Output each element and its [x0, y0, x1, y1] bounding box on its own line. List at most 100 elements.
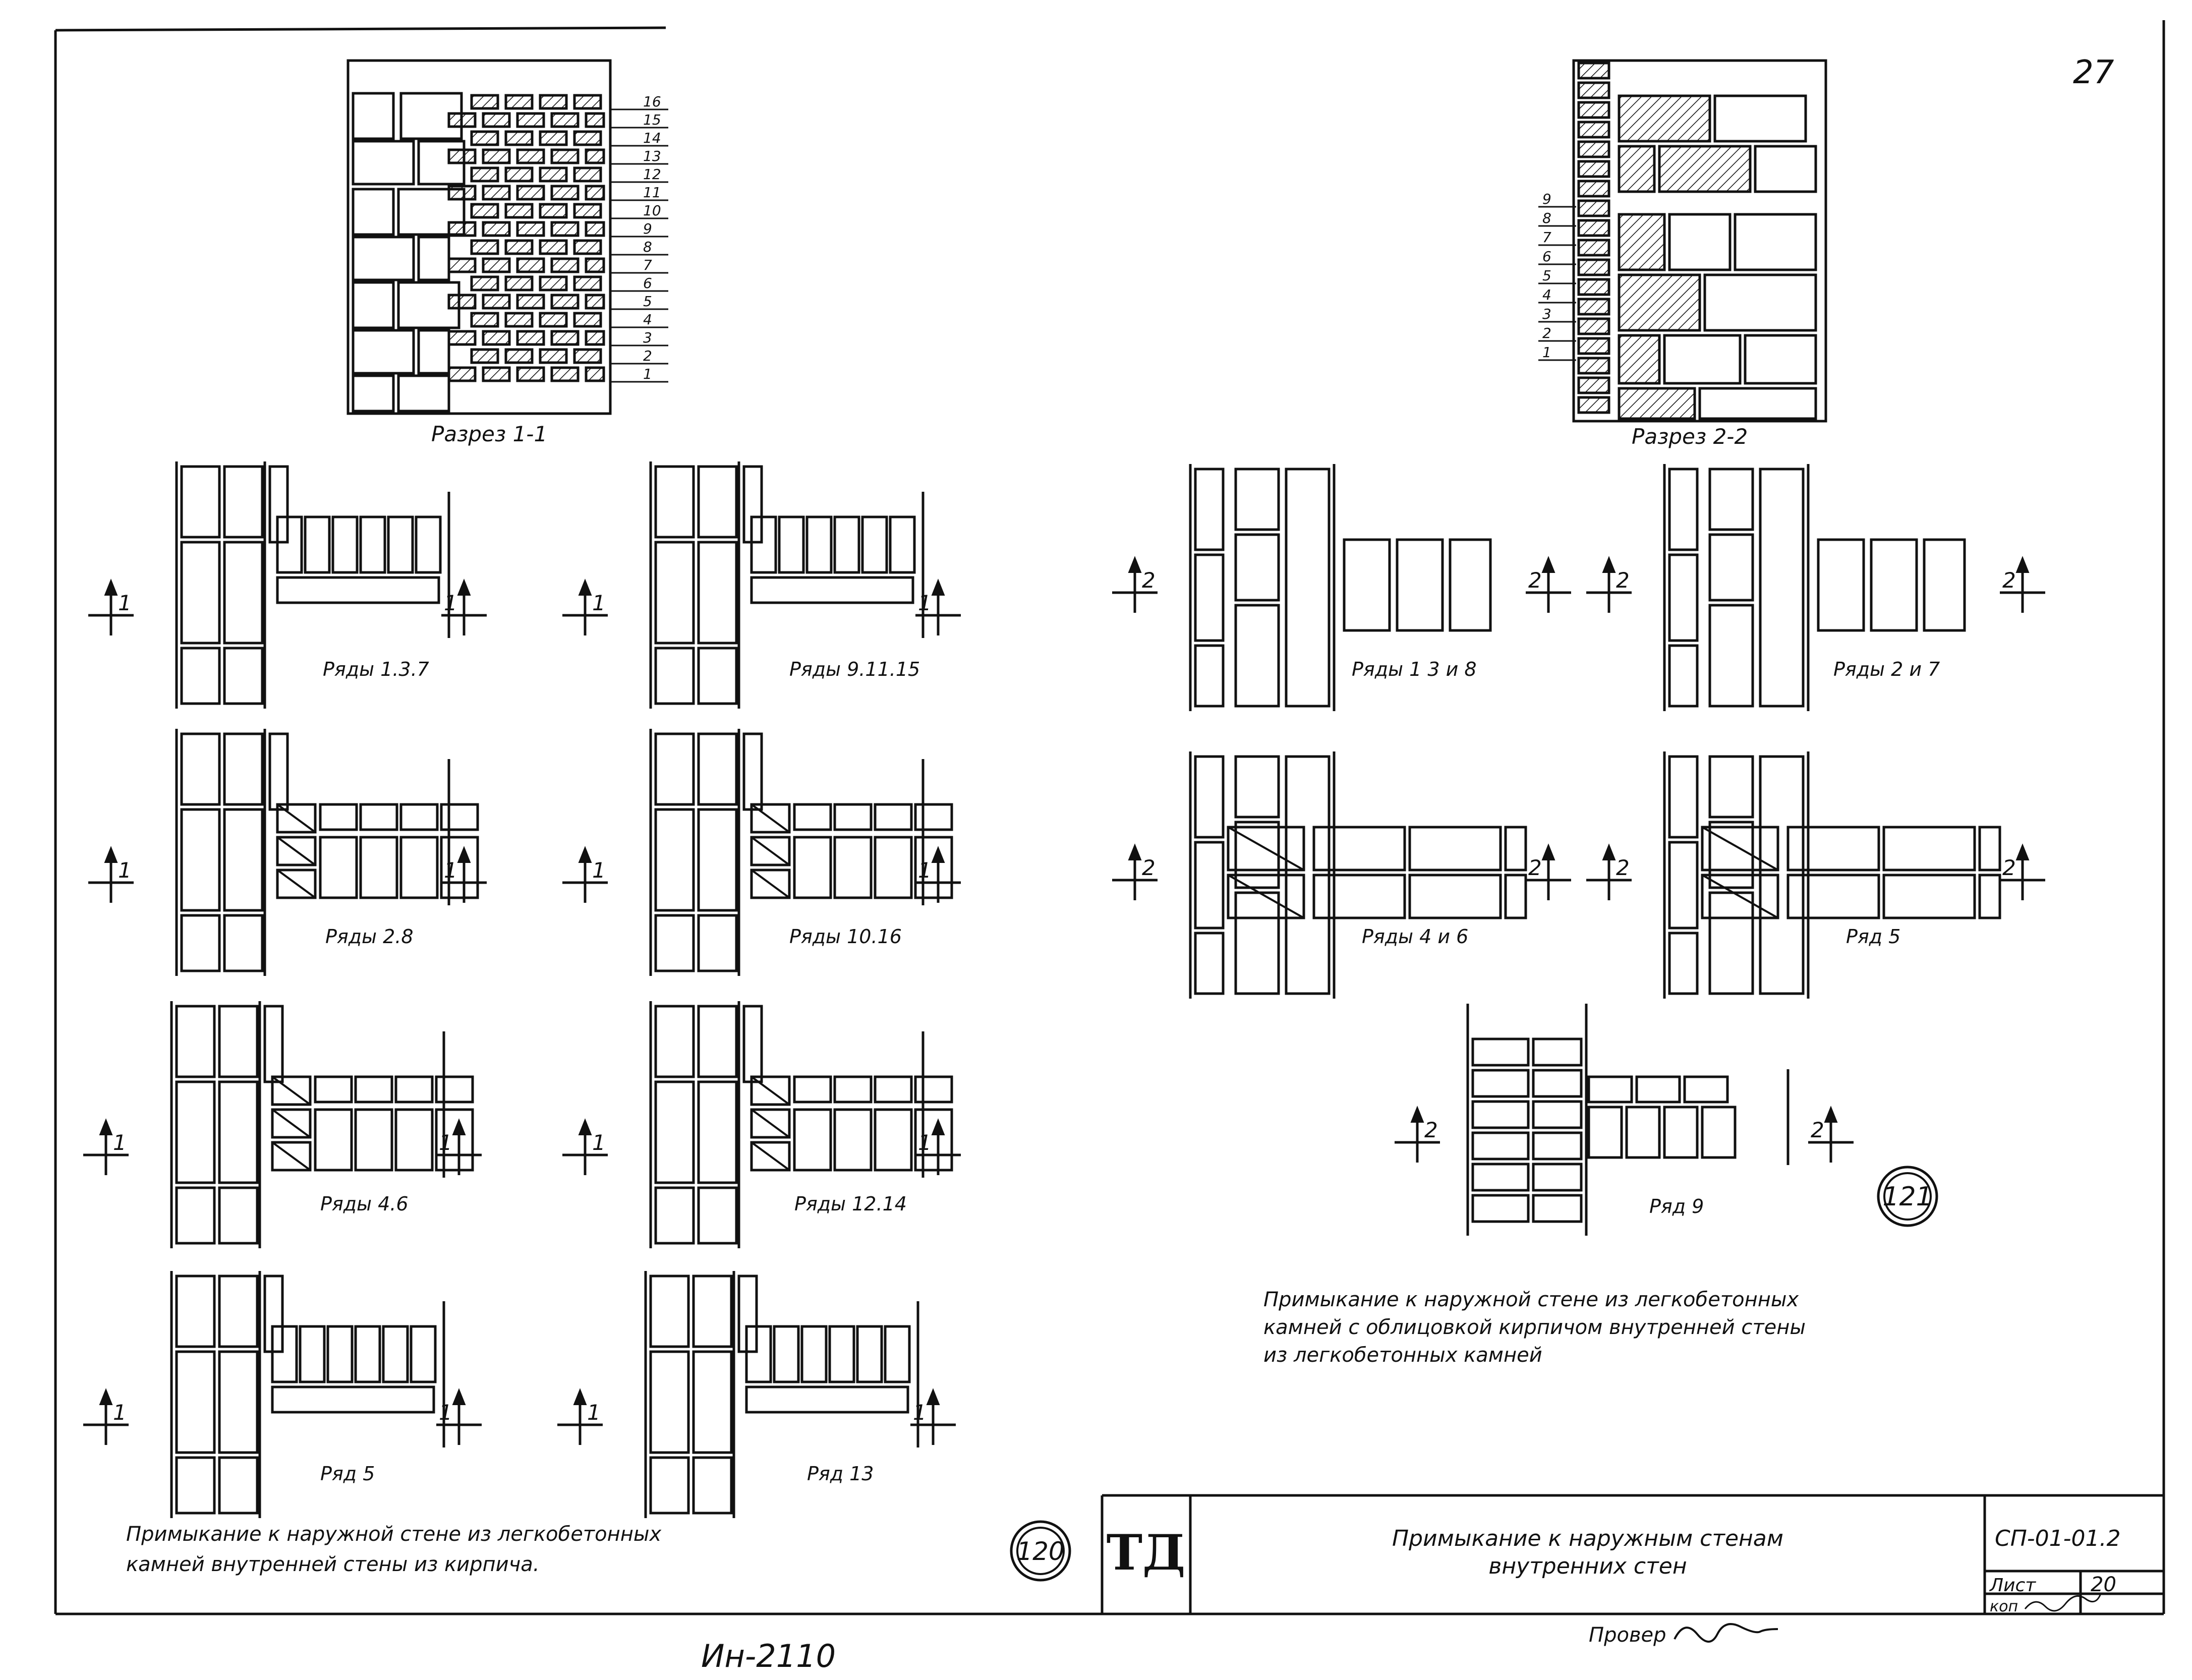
masonry-unit — [354, 1325, 381, 1383]
masonry-unit — [1663, 1106, 1699, 1159]
hatched-brick — [447, 330, 477, 346]
masonry-unit — [1532, 1131, 1583, 1161]
hatched-brick — [504, 275, 534, 292]
masonry-unit — [697, 1005, 738, 1078]
diagonal-brick — [750, 868, 791, 899]
masonry-unit — [1234, 468, 1280, 531]
masonry-unit — [399, 803, 439, 831]
hatched-brick — [516, 330, 545, 346]
hatched-facing-brick — [1577, 258, 1610, 276]
masonry-unit — [856, 1325, 883, 1383]
masonry-unit — [1708, 891, 1754, 995]
hatched-facing-brick — [1577, 219, 1610, 237]
cut-arrow-head — [578, 846, 592, 863]
row-number: 8 — [643, 239, 652, 255]
hatched-brick — [539, 94, 568, 110]
hatched-facing-brick — [1577, 317, 1610, 335]
node-120-marker: 120 — [1010, 1520, 1071, 1582]
hatched-brick — [504, 203, 534, 219]
hatched-brick — [550, 294, 580, 310]
brick-diagonal — [751, 836, 790, 866]
masonry-unit — [1532, 1037, 1583, 1067]
row-number: 7 — [1542, 229, 1551, 246]
cut-mark-label: 1 — [592, 858, 606, 883]
cut-arrow-head — [457, 846, 471, 863]
hatched-brick — [482, 185, 511, 201]
cut-mark-label: 2 — [1142, 568, 1156, 593]
cut-mark-label: 2 — [1528, 855, 1542, 880]
cut-arrow-head — [1541, 556, 1555, 573]
masonry-unit — [833, 836, 873, 899]
diagonal-brick — [750, 803, 791, 834]
brick-diagonal — [1228, 826, 1304, 871]
masonry-unit — [654, 1186, 695, 1245]
masonry-unit — [750, 576, 914, 604]
masonry-unit — [1708, 821, 1754, 889]
brick-diagonal — [751, 869, 790, 899]
hatched-facing-brick — [1577, 180, 1610, 198]
masonry-unit — [359, 515, 386, 574]
masonry-unit — [1194, 553, 1225, 642]
masonry-unit — [218, 1005, 259, 1078]
brick-diagonal — [1228, 874, 1304, 919]
masonry-unit — [180, 541, 221, 645]
masonry-unit — [1194, 755, 1225, 839]
masonry-unit — [697, 1080, 738, 1184]
row-number: 2 — [643, 347, 652, 364]
cut-arrow-head — [452, 1118, 466, 1135]
hatched-brick — [504, 94, 534, 110]
node-120-number: 120 — [1016, 1537, 1064, 1566]
hatched-brick — [550, 221, 580, 237]
node-121-caption-line-2: камней с облицовкой кирпичом внутренней … — [1263, 1316, 1806, 1339]
masonry-unit — [914, 1075, 953, 1104]
masonry-unit — [268, 732, 289, 811]
hatched-brick — [539, 239, 568, 255]
hatched-facing-brick — [1577, 81, 1610, 99]
hatched-brick — [516, 221, 545, 237]
hatched-brick — [504, 130, 534, 146]
masonry-unit — [1587, 1075, 1633, 1104]
row-number: 4 — [1542, 286, 1551, 303]
hatched-brick — [573, 130, 602, 146]
cut-arrow-head — [931, 578, 945, 596]
hatched-facing-brick — [1577, 140, 1610, 158]
masonry-unit — [359, 836, 398, 899]
masonry-unit — [271, 1385, 435, 1414]
masonry-unit — [1817, 538, 1865, 632]
cut-arrow-head — [573, 1388, 587, 1405]
masonry-unit — [778, 515, 805, 574]
masonry-unit — [874, 803, 913, 831]
hatched-brick — [550, 366, 580, 382]
hatched-brick — [482, 221, 511, 237]
masonry-unit — [276, 515, 303, 574]
masonry-unit — [1408, 826, 1502, 872]
hatched-brick — [573, 203, 602, 219]
cut-arrow-head — [578, 1118, 592, 1135]
masonry-unit — [914, 1108, 953, 1172]
masonry-unit — [1285, 468, 1331, 708]
detail-label-13: Ряд 9 — [1649, 1195, 1704, 1218]
masonry-unit — [1668, 841, 1699, 930]
masonry-unit — [697, 1186, 738, 1245]
hatched-brick — [585, 330, 605, 346]
masonry-unit — [654, 914, 695, 972]
hatched-facing-brick — [1577, 62, 1610, 80]
masonry-unit — [331, 515, 359, 574]
diagonal-brick — [1227, 874, 1305, 919]
cut-arrow-head — [1602, 843, 1616, 860]
signature-scribble — [1674, 1623, 1778, 1643]
diagonal-brick — [271, 1141, 312, 1172]
hatched-facing-brick — [1577, 199, 1610, 217]
detail-label-10: Ряды 2 и 7 — [1833, 658, 1940, 680]
masonry-unit — [800, 1325, 828, 1383]
hatched-brick — [585, 112, 605, 128]
masonry-unit — [218, 1080, 259, 1184]
masonry-unit — [415, 515, 442, 574]
hatched-brick — [539, 130, 568, 146]
masonry-unit — [180, 465, 221, 539]
row-number: 10 — [643, 202, 661, 219]
masonry-unit — [1194, 841, 1225, 930]
masonry-unit — [828, 1325, 855, 1383]
masonry-unit — [1978, 874, 2001, 919]
masonry-unit — [1343, 538, 1391, 632]
